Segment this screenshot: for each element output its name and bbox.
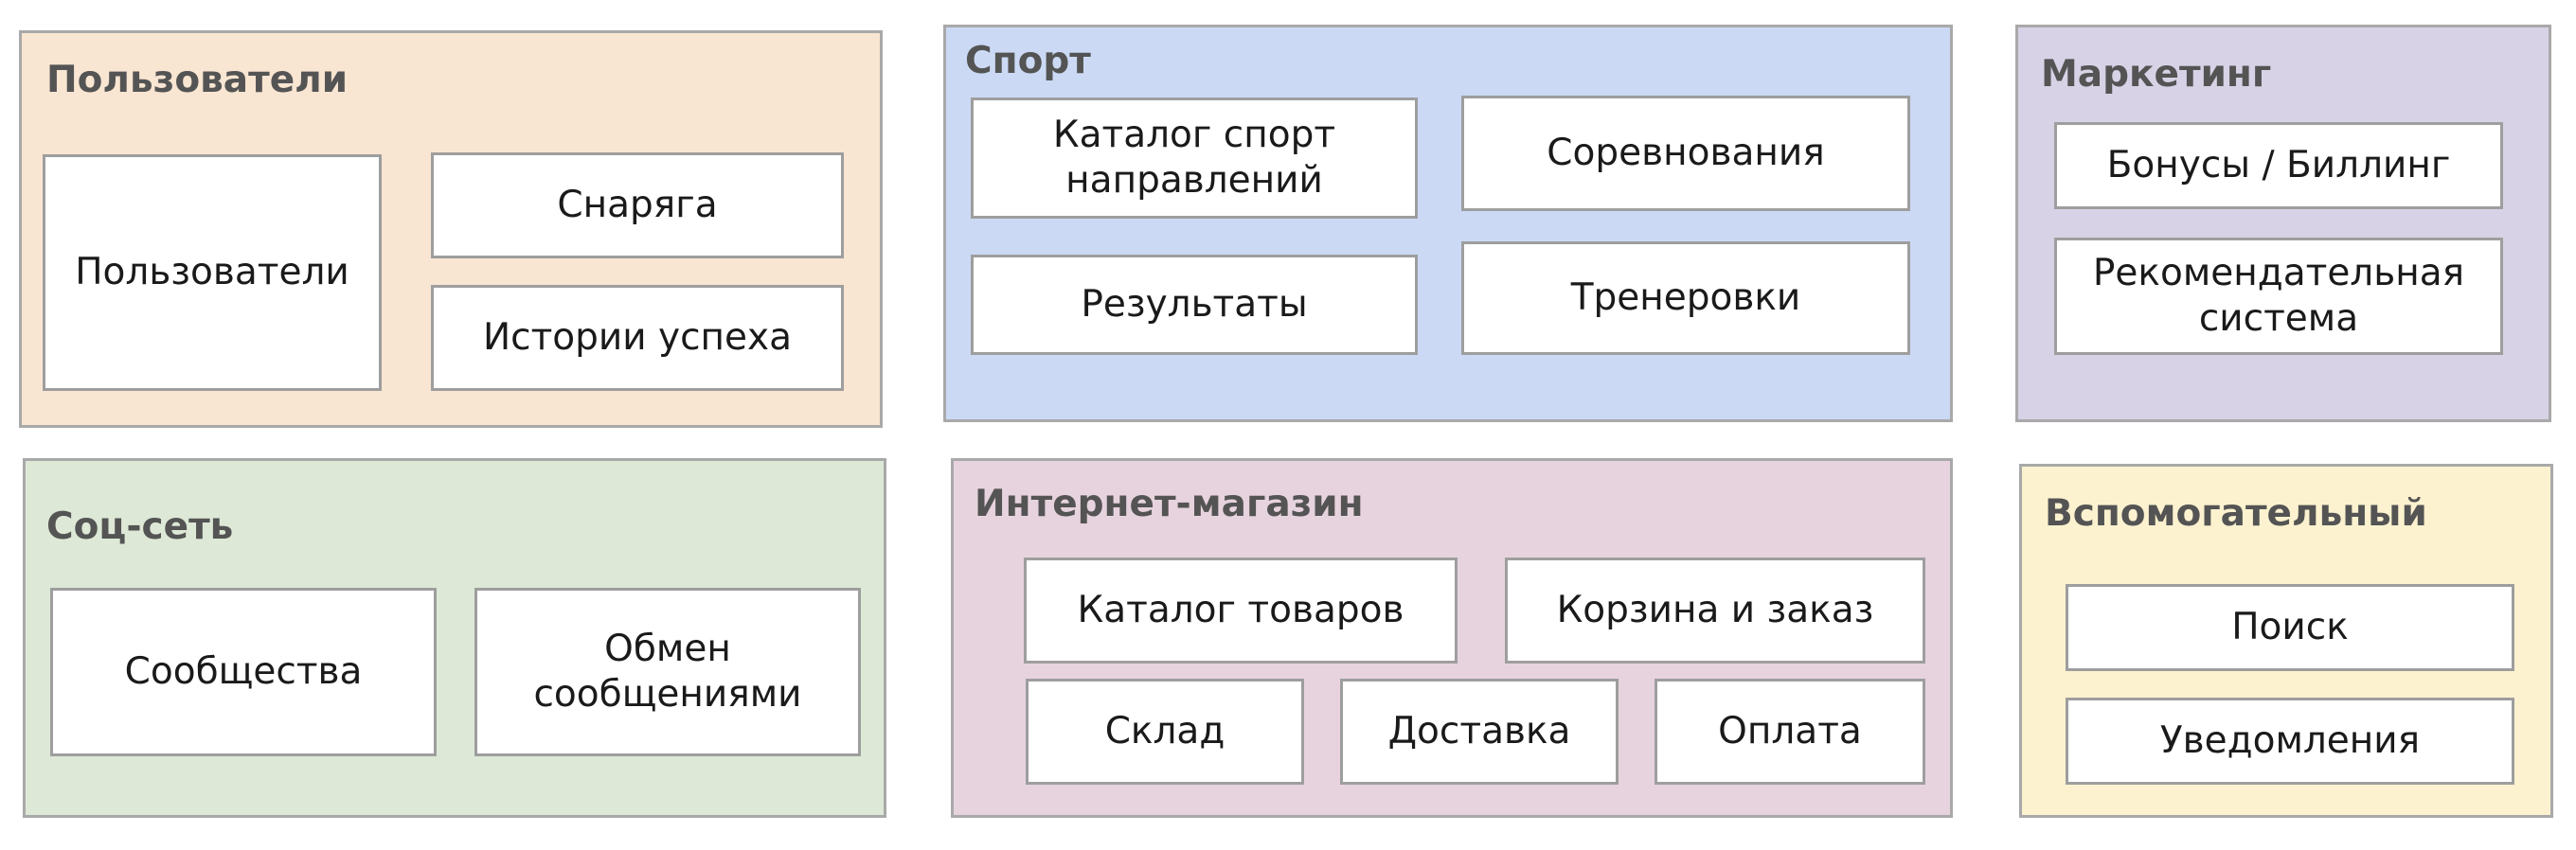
module-label: Каталог товаров	[1077, 589, 1404, 632]
module-search: Поиск	[2066, 584, 2514, 671]
module-messaging: Обмен сообщениями	[474, 588, 861, 756]
group-shop: Интернет-магазин Каталог товаров Корзина…	[951, 458, 1953, 818]
module-label: Бонусы / Биллинг	[2106, 144, 2451, 187]
group-title-sport: Спорт	[965, 40, 1091, 82]
module-cart-order: Корзина и заказ	[1505, 558, 1925, 664]
module-label: Рекомендательная система	[2092, 252, 2465, 340]
module-label: Оплата	[1718, 710, 1862, 753]
module-label: Результаты	[1081, 283, 1308, 327]
module-recommendation-system: Рекомендательная система	[2054, 238, 2503, 355]
module-users: Пользователи	[43, 154, 382, 391]
group-title-users: Пользователи	[46, 59, 349, 101]
module-sport-catalog: Каталог спорт направлений	[971, 97, 1418, 219]
module-label: Тренеровки	[1570, 276, 1801, 320]
group-users: Пользователи Пользователи Снаряга Истори…	[19, 30, 883, 428]
group-auxiliary: Вспомогательный Поиск Уведомления	[2019, 464, 2553, 818]
module-label: Каталог спорт направлений	[1052, 114, 1336, 202]
module-success-stories: Истории успеха	[431, 285, 844, 391]
module-delivery: Доставка	[1340, 679, 1619, 785]
module-notifications: Уведомления	[2066, 698, 2514, 785]
module-label: Доставка	[1387, 710, 1571, 753]
group-title-auxiliary: Вспомогательный	[2045, 492, 2427, 535]
module-warehouse: Склад	[1026, 679, 1304, 785]
module-product-catalog: Каталог товаров	[1024, 558, 1458, 664]
module-label: Корзина и заказ	[1556, 589, 1874, 632]
module-trainings: Тренеровки	[1461, 241, 1910, 355]
module-label: Снаряга	[557, 184, 718, 227]
module-bonus-billing: Бонусы / Биллинг	[2054, 122, 2503, 209]
module-label: Уведомления	[2159, 719, 2421, 763]
module-label: Пользователи	[75, 251, 349, 294]
group-title-marketing: Маркетинг	[2041, 53, 2272, 96]
module-communities: Сообщества	[50, 588, 437, 756]
module-competitions: Соревнования	[1461, 96, 1910, 211]
module-label: Соревнования	[1547, 132, 1825, 175]
module-label: Склад	[1104, 710, 1225, 753]
module-label: Сообщества	[124, 650, 363, 694]
module-label: Истории успеха	[482, 316, 793, 360]
group-sport: Спорт Каталог спорт направлений Соревнов…	[943, 25, 1953, 422]
group-title-shop: Интернет-магазин	[975, 483, 1364, 525]
group-social: Соц-сеть Сообщества Обмен сообщениями	[23, 458, 886, 818]
group-title-social: Соц-сеть	[46, 505, 234, 548]
module-results: Результаты	[971, 255, 1418, 355]
module-label: Обмен сообщениями	[533, 628, 802, 716]
group-marketing: Маркетинг Бонусы / Биллинг Рекомендатель…	[2015, 25, 2551, 422]
module-gear: Снаряга	[431, 152, 844, 258]
module-payment: Оплата	[1655, 679, 1925, 785]
module-label: Поиск	[2231, 606, 2349, 649]
